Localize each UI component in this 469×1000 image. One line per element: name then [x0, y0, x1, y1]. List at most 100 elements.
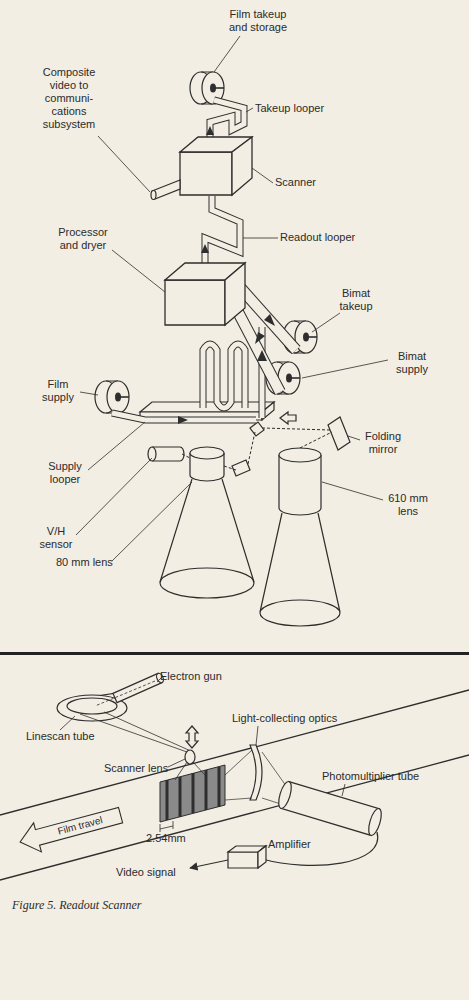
light-collecting-lens — [250, 745, 262, 800]
linescan-tube — [67, 698, 117, 714]
bimat-strip-outline — [238, 312, 280, 392]
film-strip-fill — [210, 100, 244, 137]
part-label: Electron gun — [160, 670, 260, 683]
signal-cable — [262, 832, 378, 865]
scanner-lens — [185, 726, 198, 764]
optical-path — [224, 466, 236, 470]
scanner-box — [180, 152, 232, 195]
film-travel-arrow — [16, 801, 124, 857]
scanner-box — [232, 137, 252, 195]
film-direction-arrow — [178, 416, 188, 424]
leader-line — [256, 726, 258, 745]
dimension-mark — [160, 821, 173, 832]
scan-stripes — [160, 765, 225, 822]
film-strip-fill — [203, 344, 245, 408]
amplifier-box — [228, 852, 258, 868]
mirror — [232, 460, 250, 476]
video-cable-rod — [152, 180, 180, 199]
electron-gun — [113, 673, 162, 702]
leader-line — [312, 313, 340, 332]
leader-line — [76, 458, 152, 535]
part-label: V/H sensor — [34, 525, 78, 551]
film-supply-reel — [95, 381, 129, 413]
lens-80mm — [160, 479, 254, 582]
film-band — [0, 690, 469, 880]
scan-stripes — [160, 765, 225, 822]
lens-80mm — [160, 568, 254, 598]
photomultiplier-tube — [276, 780, 294, 810]
photomultiplier-tube — [276, 780, 384, 837]
photomultiplier-tube — [281, 782, 379, 836]
leader-line — [112, 482, 192, 561]
film-strip-fill — [112, 100, 262, 420]
bimat-strip-fill — [238, 312, 280, 392]
part-label: Folding mirror — [358, 430, 408, 456]
optical-path — [300, 432, 332, 448]
amplifier-box — [228, 846, 266, 868]
mirror — [232, 412, 350, 476]
leader-line — [243, 238, 278, 239]
optical-path — [248, 432, 255, 464]
leader-line — [302, 360, 388, 378]
leader-line — [260, 845, 266, 850]
leader-line — [60, 716, 75, 730]
film-strip-outline — [205, 196, 240, 263]
lens-610mm — [279, 455, 321, 515]
lens-80mm — [160, 447, 254, 598]
film-direction-arrow — [206, 126, 214, 135]
processor-box — [165, 280, 225, 325]
vh-sensor — [148, 447, 184, 461]
optical-path — [182, 454, 190, 458]
leader-line — [98, 136, 150, 192]
lens-610mm — [260, 448, 340, 626]
film-strip-outline — [203, 344, 245, 408]
part-label: 80 mm lens — [56, 556, 146, 569]
lens-610mm — [260, 513, 340, 612]
film-strip-outline — [112, 100, 262, 420]
scanner-box — [180, 137, 252, 195]
part-label: Processor and dryer — [52, 226, 114, 252]
leader-line — [342, 784, 345, 796]
video-cable-rod — [151, 191, 156, 200]
signal-label: Composite video to communi- cations subs… — [38, 66, 100, 131]
part-label: Amplifier — [268, 838, 348, 851]
scanner-lens — [185, 750, 195, 764]
film-direction-arrow — [255, 332, 265, 344]
part-label: Bimat supply — [388, 350, 436, 376]
electron-beam — [95, 681, 155, 706]
part-label: Bimat takeup — [332, 287, 380, 313]
supply-looper-platform — [140, 402, 274, 412]
processor-box — [165, 263, 245, 325]
leader-line — [246, 108, 253, 112]
electron-beam — [80, 681, 205, 780]
part-label: Scanner lens — [104, 762, 184, 775]
signal-cable — [190, 832, 378, 868]
direction-label: Film travel — [45, 810, 116, 841]
lens-80mm — [190, 447, 224, 459]
vh-sensor — [152, 447, 184, 461]
part-label: Scanner — [275, 176, 365, 189]
processor-box — [225, 263, 245, 325]
signal-label: Video signal — [116, 866, 196, 879]
optical-path — [263, 428, 330, 430]
mirror — [250, 422, 264, 436]
figure-caption: Figure 5. Readout Scanner — [12, 898, 312, 912]
leader-line — [168, 759, 185, 767]
panel-divider — [0, 652, 469, 655]
part-label: Supply looper — [40, 460, 90, 486]
bimat-strip-fill — [238, 285, 296, 350]
signal-cable — [190, 860, 228, 868]
part-label: Photomultiplier tube — [322, 770, 462, 783]
mirror — [328, 417, 350, 450]
film-direction-arrow — [264, 314, 275, 326]
electron-beam — [175, 762, 205, 780]
optical-path — [182, 428, 332, 470]
film-direction-arrow — [257, 350, 267, 361]
leader-line — [252, 168, 273, 183]
lens-610mm — [279, 448, 321, 462]
bimat-strip-fill — [238, 285, 296, 392]
video-cable-rod — [151, 180, 180, 200]
vh-sensor — [148, 447, 156, 461]
leader-line — [80, 392, 98, 395]
